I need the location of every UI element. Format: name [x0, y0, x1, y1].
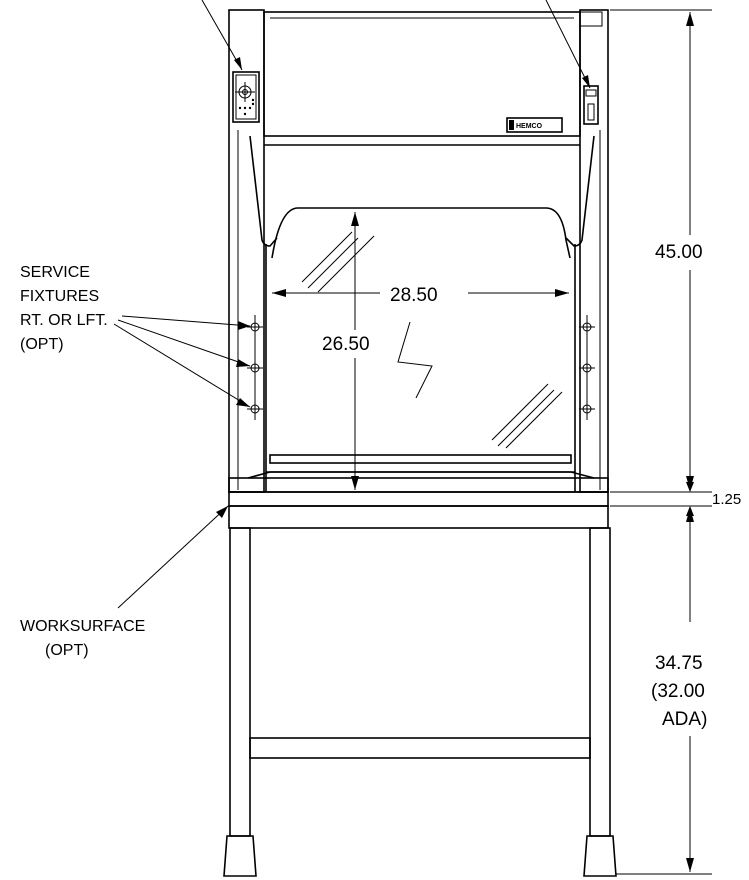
callout-text: (OPT) — [20, 336, 64, 353]
worksurface-dimension-label: 1.25 — [712, 491, 741, 508]
switch-plate — [583, 85, 599, 125]
callout-text: SERVICE — [20, 264, 90, 281]
airfoil-sill — [228, 477, 609, 493]
dimension-lines: 45.00 1.25 34.75 (32.00 ADA) 28.50 26.50 — [272, 9, 741, 875]
stretcher-bar — [249, 737, 591, 759]
left-leg — [229, 527, 251, 837]
callout-text: RT. OR LFT. — [20, 312, 108, 329]
break-line-icon — [397, 321, 433, 399]
hood-body: HEMCO — [228, 9, 609, 493]
top-callout-leaders — [201, 0, 591, 89]
callout-text: WORKSURFACE — [20, 618, 145, 635]
base-top-rail — [228, 505, 609, 529]
brand-label: HEMCO — [516, 123, 543, 130]
left-side-baffle — [249, 135, 278, 247]
base-height-label: 34.75 — [655, 653, 703, 674]
right-leveling-foot — [583, 835, 617, 877]
sash-width-label: 28.50 — [390, 285, 438, 306]
height-dimension-label: 45.00 — [655, 242, 703, 263]
service-fixtures-left — [247, 315, 263, 420]
right-side-baffle — [565, 135, 595, 247]
callout-text: FIXTURES — [20, 288, 99, 305]
worksurface-callout: WORKSURFACE (OPT) — [20, 505, 229, 659]
upper-panel — [263, 11, 581, 137]
service-fixtures-right — [579, 315, 595, 420]
right-side-post — [579, 9, 609, 493]
service-fixtures-callout: SERVICE FIXTURES RT. OR LFT. (OPT) — [20, 264, 251, 408]
right-leg — [589, 527, 611, 837]
sash-height-label: 26.50 — [322, 334, 370, 355]
control-panel — [232, 71, 260, 123]
base-stand — [223, 491, 617, 877]
base-height-ada-label: (32.00 — [651, 681, 705, 702]
left-leveling-foot — [223, 835, 257, 877]
base-height-ada-label: ADA) — [662, 709, 707, 730]
brand-nameplate: HEMCO — [506, 117, 563, 133]
callout-text: (OPT) — [45, 642, 89, 659]
worksurface — [228, 491, 609, 507]
sash-glass — [271, 207, 571, 259]
